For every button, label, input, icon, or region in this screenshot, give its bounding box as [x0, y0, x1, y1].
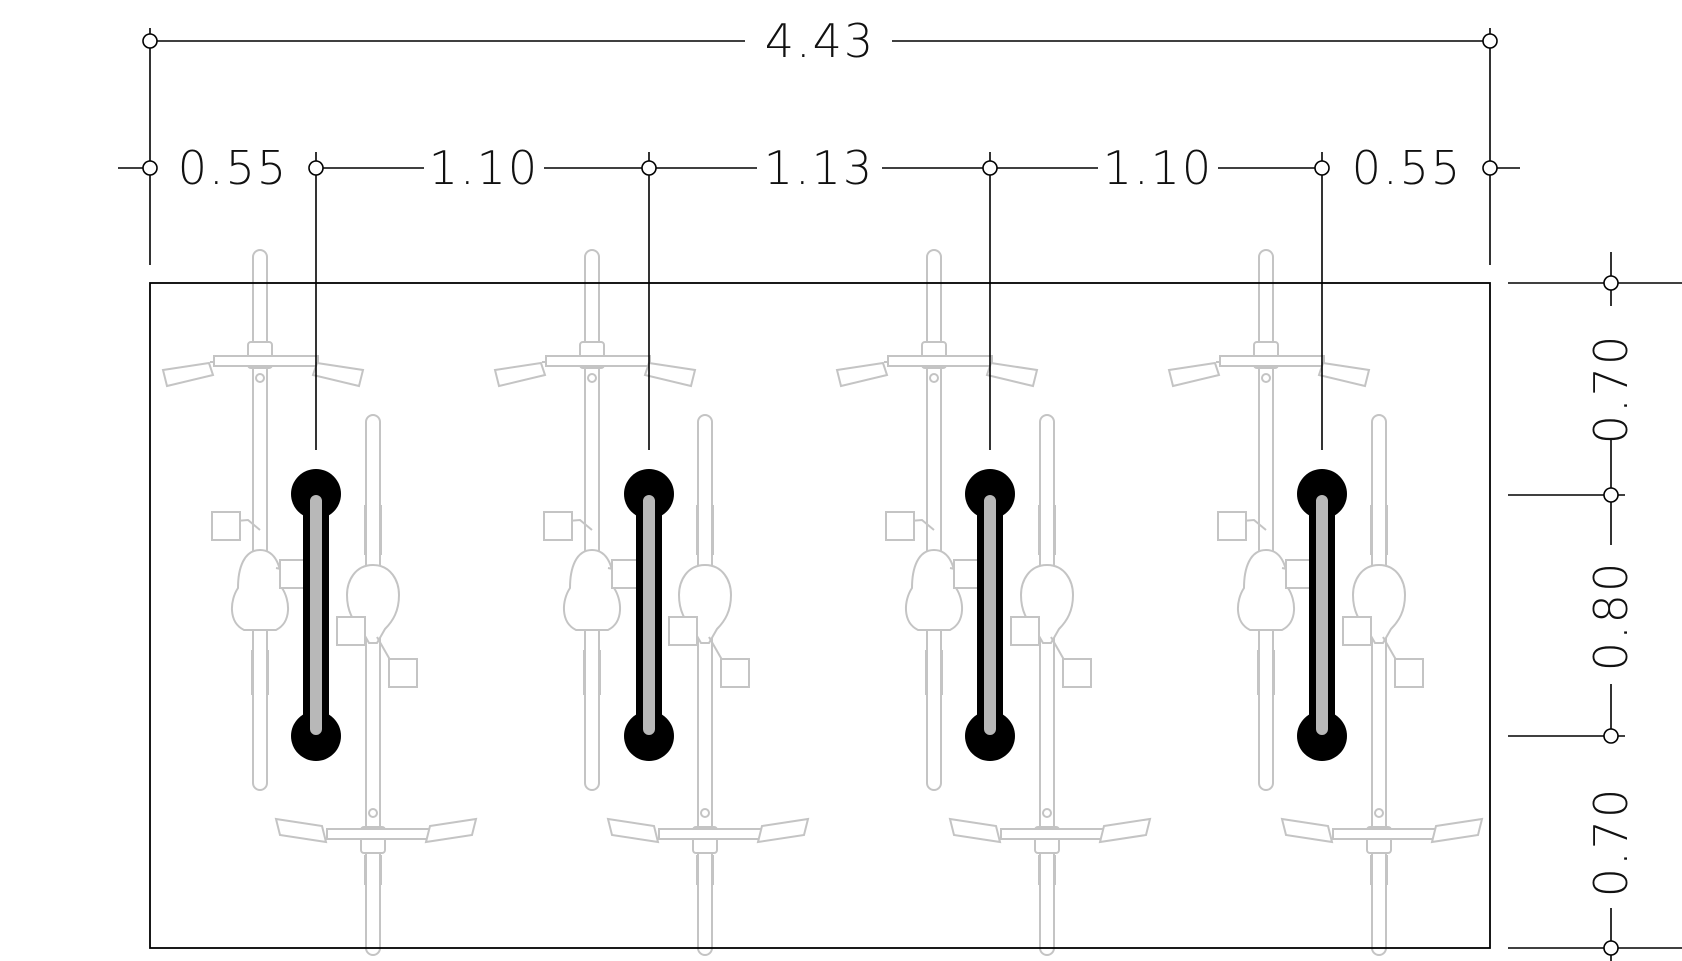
depth-label-2: 0.80: [1584, 561, 1638, 671]
spacing-label-5: 0.55: [1352, 141, 1462, 195]
bike-rack-4: [1296, 468, 1348, 762]
bike-rack-2: [623, 468, 675, 762]
overall-width-label: 4.43: [765, 14, 875, 68]
rack-spacing-dimension: 0.55 1.10 1.13 1.10 0.55: [118, 141, 1520, 450]
bike-rack-3: [964, 468, 1016, 762]
spacing-label-2: 1.10: [429, 141, 539, 195]
bike-rack-1: [290, 468, 342, 762]
spacing-label-3: 1.13: [764, 141, 874, 195]
overall-width-dimension: 4.43: [142, 14, 1498, 265]
parking-area-outline: [149, 282, 1491, 949]
spacing-label-1: 0.55: [178, 141, 288, 195]
depth-dimension: 0.70 0.80 0.70: [1508, 252, 1682, 961]
spacing-label-4: 1.10: [1103, 141, 1213, 195]
depth-label-3: 0.70: [1584, 787, 1638, 897]
bicycle-2a: [494, 249, 696, 791]
bike-racks: [290, 468, 1348, 762]
bicycle-4a: [1168, 249, 1370, 791]
bicycle-3a: [836, 249, 1038, 791]
bicycle-1a: [162, 249, 364, 791]
depth-label-1: 0.70: [1584, 334, 1638, 444]
bicycles: [162, 249, 1483, 956]
